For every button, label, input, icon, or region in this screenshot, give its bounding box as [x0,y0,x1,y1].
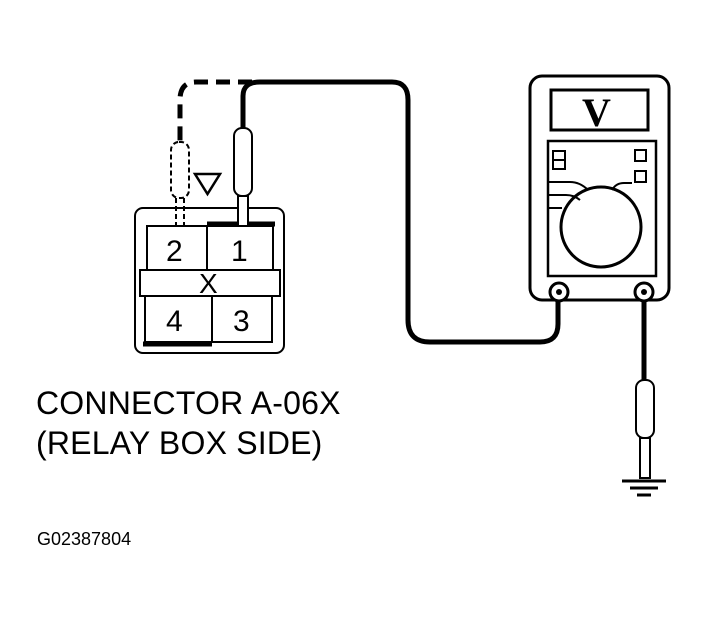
positive-jack-center [556,289,562,295]
negative-probe-tip [639,437,651,479]
pin-number-4: 4 [166,305,183,338]
ground-symbol-icon [622,479,666,497]
connector-center-mark: X [199,268,218,299]
positive-probe-handle [233,127,253,197]
multimeter-dial-panel [546,139,658,278]
positive-test-lead [233,79,561,345]
negative-probe-handle [635,379,655,439]
caption-line-1: CONNECTOR A-06X [36,385,341,421]
pin-cell-3 [211,295,273,343]
indicator-mid-right [634,170,647,183]
pin-number-1: 1 [231,235,248,268]
positive-lead-wire [240,79,561,345]
alternate-probe-wire [177,79,252,142]
dial-scale-left [549,181,589,209]
multimeter-display [549,88,650,132]
figure-id: G02387804 [37,529,132,549]
pin-number-2: 2 [166,235,183,268]
negative-jack-center [641,289,647,295]
negative-test-lead [622,300,666,497]
alternate-probe-dashed [170,79,252,230]
selector-knob [559,185,643,269]
multimeter: V [528,74,671,303]
positive-probe-tip [237,195,249,227]
alternate-probe-handle [170,141,190,199]
dial-scale-right [611,182,632,191]
connector-housing [134,207,285,354]
triangle-down-icon [192,172,223,197]
pin-number-3: 3 [233,305,250,338]
indicator-top-right [634,149,647,162]
connector-a-06x: 2 1 4 3 X [134,172,285,354]
meter-unit-label: V [582,90,611,135]
caption-line-2: (RELAY BOX SIDE) [36,425,323,461]
